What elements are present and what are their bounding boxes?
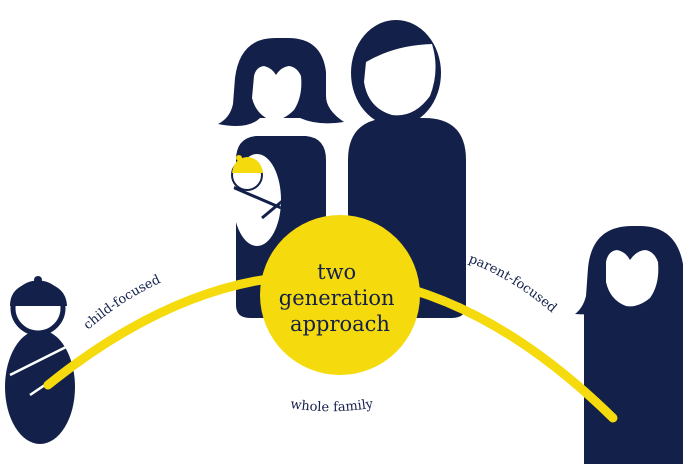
center-line-3: approach [290, 312, 390, 336]
label-parent-focused-text: parent-focused [467, 252, 560, 316]
child-hat [10, 282, 67, 306]
father-face [364, 44, 436, 116]
label-child-focused: child-focused [81, 272, 163, 333]
center-line-1: two [317, 260, 356, 284]
center-line-2: generation [279, 286, 395, 310]
label-parent-focused: parent-focused [467, 252, 560, 316]
parent-icon [575, 226, 683, 464]
mother-face [252, 66, 302, 121]
parent-body [584, 293, 683, 464]
mother-with-baby-icon [218, 38, 344, 318]
label-whole-family: whole family [289, 397, 374, 416]
center-label: two generation approach [279, 260, 401, 336]
child-icon [5, 276, 75, 444]
center-circle [260, 215, 420, 375]
parent-face [606, 250, 659, 307]
label-whole-family-text: whole family [289, 397, 374, 416]
baby [231, 154, 281, 246]
label-child-focused-text: child-focused [81, 272, 163, 333]
baby-hat [232, 157, 263, 173]
